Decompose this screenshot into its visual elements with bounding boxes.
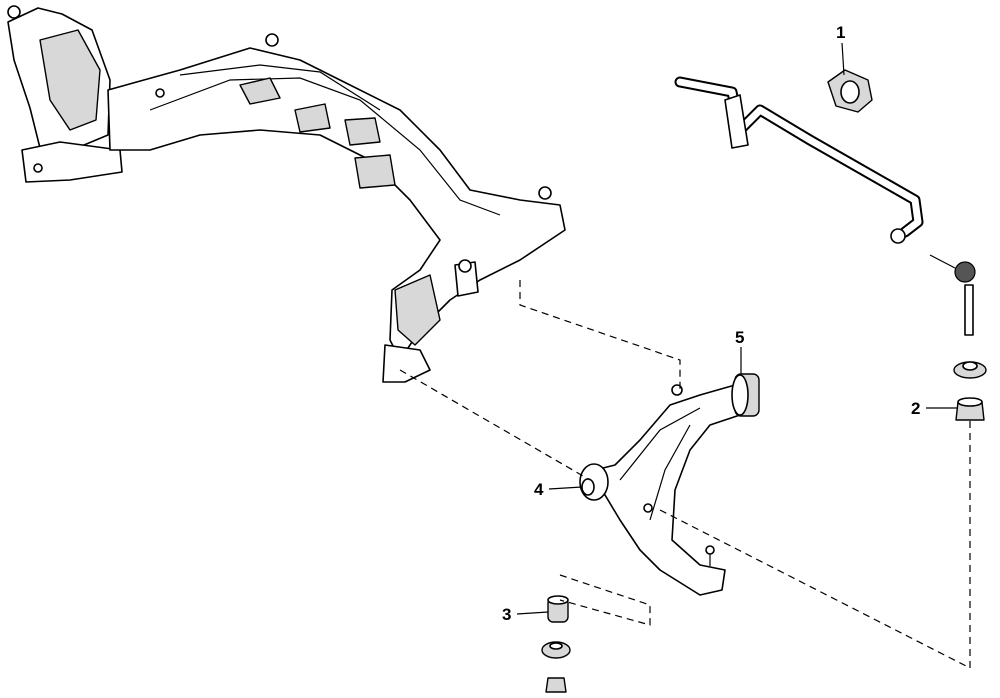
front-subframe: [7, 5, 566, 383]
callout-2: 2: [911, 399, 958, 418]
part-3-bushing-stack: [541, 595, 571, 693]
svg-text:4: 4: [534, 480, 544, 499]
stabilizer-bar: [674, 76, 924, 244]
callout-1: 1: [836, 23, 845, 76]
svg-text:2: 2: [911, 399, 920, 418]
svg-text:1: 1: [836, 23, 845, 42]
stabilizer-link: [929, 254, 987, 421]
svg-text:3: 3: [502, 605, 511, 624]
assembly-lines: [399, 280, 971, 669]
lower-control-arm: [579, 373, 760, 596]
callout-3: 3: [502, 605, 549, 624]
callout-4: 4: [534, 480, 583, 499]
svg-text:5: 5: [735, 328, 744, 347]
callout-5: 5: [735, 328, 744, 374]
part-1-stabilizer-bushing: [827, 69, 873, 113]
